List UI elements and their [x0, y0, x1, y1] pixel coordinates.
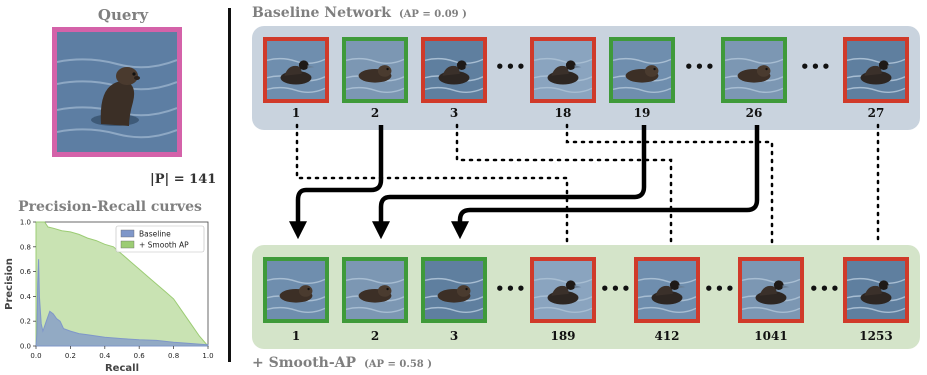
otter-picture — [346, 41, 404, 99]
baseline-rank-label: 26 — [745, 106, 763, 120]
smooth-ap-result-1041 — [738, 257, 804, 323]
otter-picture — [425, 261, 483, 319]
y-axis-label: Precision — [4, 258, 15, 310]
baseline-rank-label: 1 — [291, 106, 301, 120]
smooth-ap-rank-label: 1 — [291, 329, 301, 343]
y-tick-label: 0.4 — [20, 293, 32, 301]
connector-3-to-412 — [455, 123, 673, 245]
baseline-rank-label: 2 — [370, 106, 380, 120]
x-tick-label: 0.6 — [134, 352, 146, 360]
smooth-ap-rank-label: 1041 — [754, 329, 788, 343]
duck-picture — [425, 41, 483, 99]
smooth-ap-result-412 — [634, 257, 700, 323]
y-tick-label: 1.0 — [20, 219, 31, 227]
duck-picture — [742, 261, 800, 319]
divider-line — [228, 8, 231, 362]
ellipsis: ••• — [495, 58, 527, 76]
ellipsis: ••• — [800, 58, 832, 76]
baseline-result-2 — [342, 37, 408, 103]
otter-picture — [613, 41, 671, 99]
baseline-result-27 — [843, 37, 909, 103]
query-image — [52, 27, 182, 157]
smooth-ap-result-3 — [421, 257, 487, 323]
baseline-heading: Baseline Network (AP = 0.09 ) — [252, 5, 467, 21]
baseline-result-26 — [721, 37, 787, 103]
ellipsis: ••• — [809, 280, 841, 298]
legend-label: + Smooth AP — [139, 241, 189, 250]
chart-title: Precision-Recall curves — [18, 199, 202, 215]
ellipsis: ••• — [600, 280, 632, 298]
baseline-rank-label: 18 — [554, 106, 572, 120]
otter-picture — [267, 261, 325, 319]
y-tick-label: 0.8 — [20, 243, 31, 251]
x-tick-label: 0.2 — [65, 352, 76, 360]
solid-arrows — [289, 125, 760, 240]
ellipsis: ••• — [495, 280, 527, 298]
x-tick-label: 0.8 — [168, 352, 179, 360]
smooth-ap-rank-label: 2 — [370, 329, 380, 343]
dotted-connectors — [295, 123, 880, 245]
smooth-ap-heading: + Smooth-AP (AP = 0.58 ) — [252, 355, 432, 371]
duck-picture — [847, 261, 905, 319]
legend-box — [115, 225, 205, 253]
x-axis-label: Recall — [105, 363, 139, 374]
connector-1-to-189 — [295, 123, 569, 245]
precision-recall-chart: 0.0 0.2 0.4 0.6 0.8 1.0 0.0 0.2 0.4 0.6 0.8 1.0Reca… — [4, 219, 214, 375]
baseline-ap: (AP = 0.09 ) — [398, 9, 467, 20]
duck-picture — [638, 261, 696, 319]
baseline-result-1 — [263, 37, 329, 103]
otter-picture — [346, 261, 404, 319]
arrow-2-to-1 — [289, 125, 384, 240]
smooth-ap-result-2 — [342, 257, 408, 323]
otter-picture — [725, 41, 783, 99]
smooth-ap-result-1253 — [843, 257, 909, 323]
duck-picture — [847, 41, 905, 99]
ellipsis: ••• — [704, 280, 736, 298]
baseline-rank-label: 27 — [867, 106, 885, 120]
y-tick-label: 0.0 — [20, 343, 31, 351]
smooth-ap-rank-label: 412 — [654, 329, 680, 343]
legend-swatch — [120, 229, 135, 238]
baseline-result-3 — [421, 37, 487, 103]
y-tick-label: 0.6 — [20, 268, 32, 276]
connector-18-to-1041 — [565, 123, 774, 245]
baseline-rank-label: 19 — [633, 106, 651, 120]
otter-query-picture — [57, 32, 177, 152]
arrow-19-to-2 — [372, 125, 647, 240]
baseline-result-18 — [530, 37, 596, 103]
smooth-ap-rank-label: 3 — [449, 329, 459, 343]
legend-label: Baseline — [139, 230, 171, 239]
y-tick-label: 0.2 — [20, 318, 31, 326]
arrow-26-to-3 — [451, 125, 760, 240]
x-tick-label: 0.0 — [30, 352, 41, 360]
baseline-rank-label: 3 — [449, 106, 459, 120]
positive-count: |P| = 141 — [150, 172, 217, 187]
x-tick-label: 1.0 — [202, 352, 213, 360]
query-title: Query — [97, 6, 149, 24]
smooth-ap-rank-label: 1253 — [859, 329, 893, 343]
smooth-ap-result-189 — [530, 257, 596, 323]
ellipsis: ••• — [684, 58, 716, 76]
duck-picture — [267, 41, 325, 99]
series-area-baseline — [35, 259, 209, 347]
smooth-ap-title: + Smooth-AP — [252, 355, 357, 371]
duck-picture — [534, 261, 592, 319]
baseline-title: Baseline Network — [252, 5, 391, 21]
x-tick-label: 0.4 — [99, 352, 111, 360]
baseline-result-19 — [609, 37, 675, 103]
smooth-ap-rank-label: 189 — [550, 329, 576, 343]
legend-swatch — [120, 240, 135, 249]
smooth-ap-ap: (AP = 0.58 ) — [364, 359, 432, 370]
smooth-ap-result-1 — [263, 257, 329, 323]
duck-picture — [534, 41, 592, 99]
